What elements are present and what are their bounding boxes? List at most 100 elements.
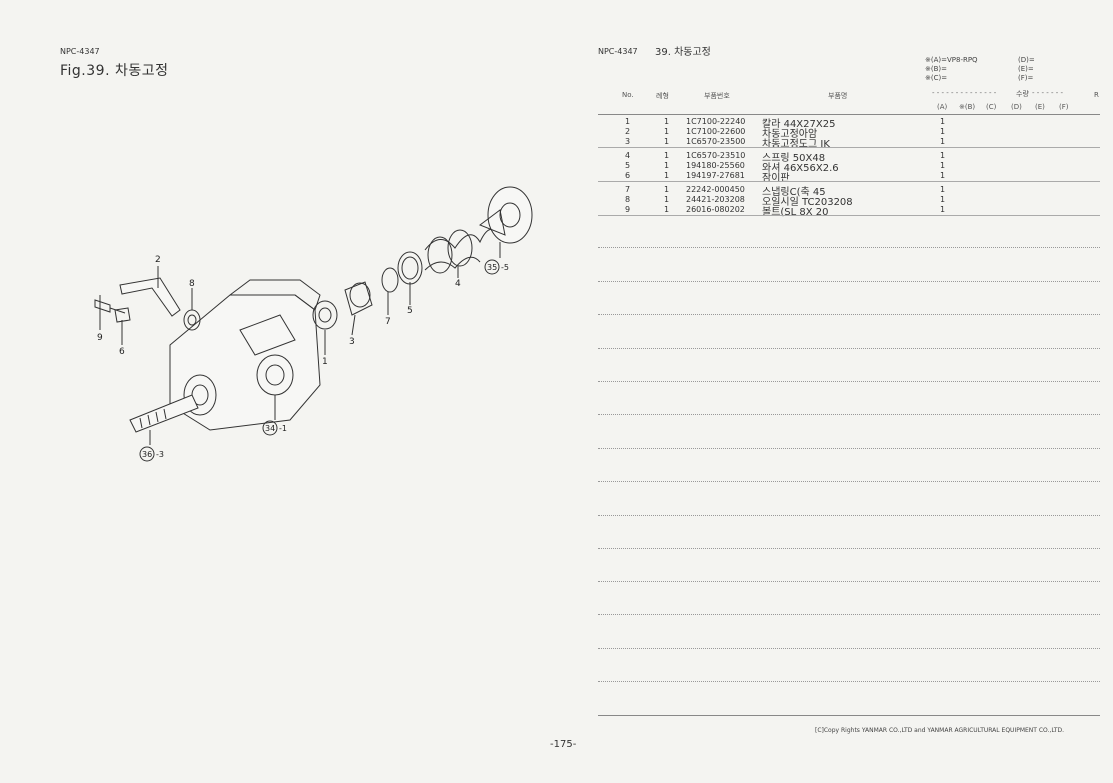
callout-6: 6 <box>119 347 125 357</box>
row-4-part-number: 1C6570-23510 <box>686 151 746 160</box>
callout-36: 36 <box>142 450 152 459</box>
header-quantity-dashes: - - - - - - - - - - - - - - <box>932 89 997 97</box>
header-no: No. <box>622 91 634 99</box>
callout-35: 35 <box>487 263 497 272</box>
left-document-code: NPC-4347 <box>60 47 100 56</box>
callout-34: 34 <box>265 424 275 433</box>
empty-rule <box>598 381 1100 382</box>
header-part-name: 부품명 <box>828 92 848 100</box>
variant-d: (D)= <box>1018 56 1035 64</box>
row-2-type: 1 <box>664 127 670 136</box>
row-7-part-name: 스냅링C(축 45 <box>762 187 826 198</box>
empty-rule <box>598 448 1100 449</box>
row-8-no: 8 <box>625 195 631 204</box>
callout-3: 3 <box>349 337 355 347</box>
header-quantity: 수량 <box>1016 90 1029 98</box>
callout-34-qty: -1 <box>279 424 287 433</box>
empty-rule <box>598 614 1100 615</box>
empty-rule <box>598 648 1100 649</box>
row-1-type: 1 <box>664 117 670 126</box>
qty-col-a: (A) <box>937 103 948 111</box>
empty-rule <box>598 281 1100 282</box>
copyright-notice: [C]Copy Rights YANMAR CO.,LTD and YANMAR… <box>815 727 1065 734</box>
row-4-qty-a: 1 <box>940 151 946 160</box>
row-5-qty-a: 1 <box>940 161 946 170</box>
row-2-part-number: 1C7100-22600 <box>686 127 746 136</box>
callout-8: 8 <box>189 279 195 289</box>
qty-col-e: (E) <box>1035 103 1045 111</box>
qty-col-d: (D) <box>1011 103 1022 111</box>
row-1-part-name: 칼라 44X27X25 <box>762 119 836 130</box>
figure-title: Fig.39. 차동고정 <box>60 63 169 79</box>
header-type: 례형 <box>656 92 669 100</box>
group-rule-1 <box>598 147 1100 148</box>
row-3-type: 1 <box>664 137 670 146</box>
row-3-part-name: 차동고정도그 IK <box>762 139 830 150</box>
row-8-qty-a: 1 <box>940 195 946 204</box>
row-6-part-name: 잠이판 <box>762 173 790 184</box>
row-5-part-name: 와셔 46X56X2.6 <box>762 163 839 174</box>
variant-codes-left: ※(A)=VP8-RPQ ※(B)= ※(C)= <box>925 56 978 83</box>
header-quantity-dashes-right: - - - - - - - <box>1032 89 1064 97</box>
table-header-rule <box>598 114 1100 115</box>
row-2-no: 2 <box>625 127 631 136</box>
row-9-type: 1 <box>664 205 670 214</box>
row-1-part-number: 1C7100-22240 <box>686 117 746 126</box>
row-9-qty-a: 1 <box>940 205 946 214</box>
row-6-no: 6 <box>625 171 631 180</box>
empty-rule <box>598 348 1100 349</box>
row-3-part-number: 1C6570-23500 <box>686 137 746 146</box>
row-7-type: 1 <box>664 185 670 194</box>
row-9-part-number: 26016-080202 <box>686 205 745 214</box>
row-9-part-name: 볼트(SL 8X 20 <box>762 207 829 218</box>
row-6-part-number: 194197-27681 <box>686 171 745 180</box>
row-3-no: 3 <box>625 137 631 146</box>
empty-rule <box>598 581 1100 582</box>
callout-4: 4 <box>455 279 461 289</box>
variant-codes-right: (D)= (E)= (F)= <box>1018 56 1035 83</box>
empty-rule <box>598 414 1100 415</box>
callout-9: 9 <box>97 333 103 343</box>
row-2-qty-a: 1 <box>940 127 946 136</box>
bottom-rule <box>598 715 1100 716</box>
group-rule-2 <box>598 181 1100 182</box>
qty-col-f: (F) <box>1059 103 1069 111</box>
row-6-type: 1 <box>664 171 670 180</box>
table-title: 39. 차동고정 <box>655 47 711 58</box>
variant-b: ※(B)= <box>925 65 947 73</box>
row-6-qty-a: 1 <box>940 171 946 180</box>
row-1-qty-a: 1 <box>940 117 946 126</box>
row-1-no: 1 <box>625 117 631 126</box>
row-4-type: 1 <box>664 151 670 160</box>
qty-col-c: (C) <box>986 103 997 111</box>
right-document-code: NPC-4347 <box>598 47 638 56</box>
empty-rule <box>598 548 1100 549</box>
row-7-part-number: 22242-000450 <box>686 185 745 194</box>
variant-c: ※(C)= <box>925 74 948 82</box>
empty-rule <box>598 481 1100 482</box>
row-8-part-name: 오일시일 TC203208 <box>762 197 853 208</box>
header-remark: R <box>1094 91 1099 99</box>
exploded-parts-diagram: 2 8 9 6 1 3 7 5 4 35 -5 34 -1 36 -3 <box>94 186 533 462</box>
callout-1: 1 <box>322 357 328 367</box>
callout-7: 7 <box>385 317 391 327</box>
callout-5: 5 <box>407 306 413 316</box>
header-part-no: 부품번호 <box>704 92 730 100</box>
row-4-part-name: 스프링 50X48 <box>762 153 826 164</box>
empty-rule <box>598 515 1100 516</box>
row-5-no: 5 <box>625 161 631 170</box>
page-number: -175- <box>550 739 577 750</box>
row-2-part-name: 차동고정아암 <box>762 129 818 140</box>
variant-f: (F)= <box>1018 74 1034 82</box>
row-5-type: 1 <box>664 161 670 170</box>
row-7-qty-a: 1 <box>940 185 946 194</box>
callout-2: 2 <box>155 255 161 265</box>
callout-36-qty: -3 <box>156 450 164 459</box>
qty-col-b: ※(B) <box>959 103 976 111</box>
variant-a: ※(A)=VP8-RPQ <box>925 56 978 64</box>
empty-rule <box>598 681 1100 682</box>
row-8-part-number: 24421-203208 <box>686 195 745 204</box>
row-8-type: 1 <box>664 195 670 204</box>
callout-35-qty: -5 <box>501 263 509 272</box>
empty-rule <box>598 314 1100 315</box>
